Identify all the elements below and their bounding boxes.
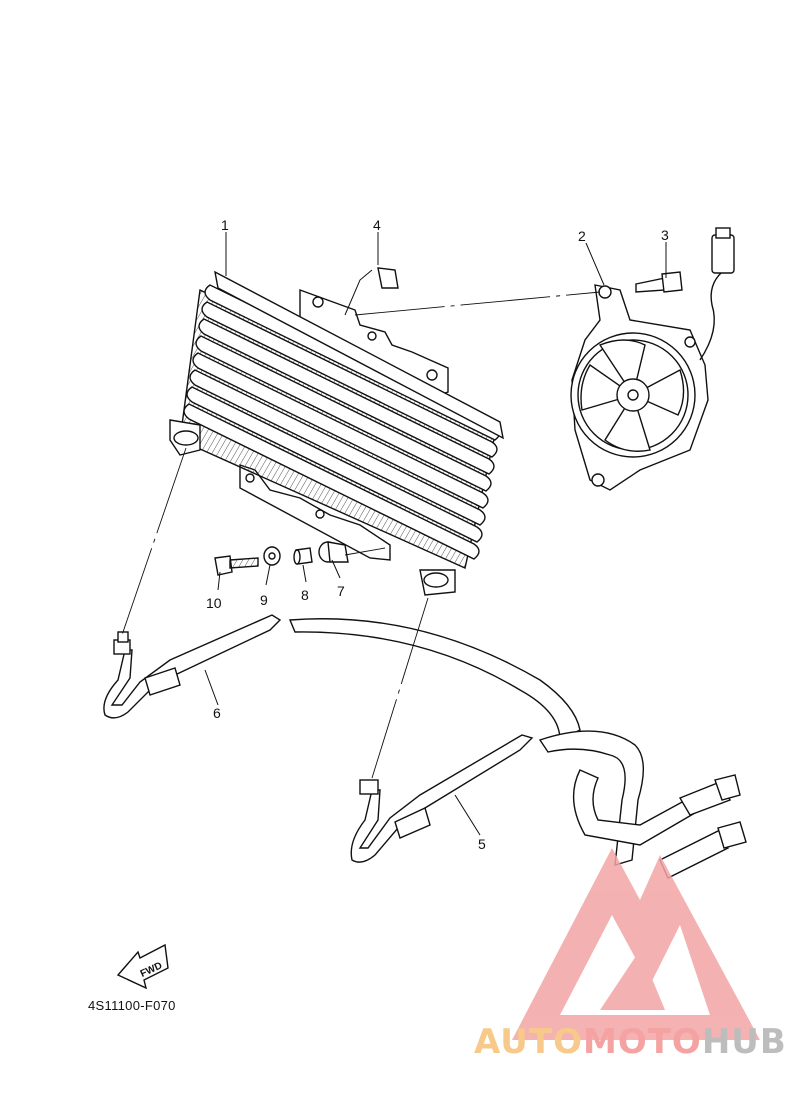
callout-7: 7 [337, 583, 345, 599]
callout-4: 4 [373, 217, 381, 233]
dash-lines [121, 291, 601, 779]
watermark-text: AUTOMOTOHUB [474, 1022, 787, 1062]
oil-cooler-core [169, 270, 504, 596]
callout-6: 6 [213, 705, 221, 721]
fwd-arrow-icon: FWD [116, 943, 169, 990]
callout-5: 5 [478, 836, 486, 852]
hose-5 [350, 730, 747, 879]
callout-2: 2 [578, 228, 586, 244]
watermark-logo [512, 848, 760, 1040]
callout-10: 10 [206, 595, 222, 611]
callout-8: 8 [301, 587, 309, 603]
nut-4 [377, 267, 399, 289]
hose-6 [103, 614, 581, 742]
leader-lines [204, 232, 667, 836]
callout-3: 3 [661, 227, 669, 243]
watermark-auto: AUTO [474, 1022, 583, 1062]
watermark-moto: MOTO [582, 1022, 702, 1062]
part-number: 4S11100-F070 [88, 998, 176, 1013]
cooling-fan [570, 227, 735, 491]
callout-9: 9 [260, 592, 268, 608]
bolt-3 [635, 271, 683, 293]
callout-1: 1 [221, 217, 229, 233]
small-parts [214, 541, 349, 576]
watermark-hub: HUB [701, 1022, 787, 1062]
